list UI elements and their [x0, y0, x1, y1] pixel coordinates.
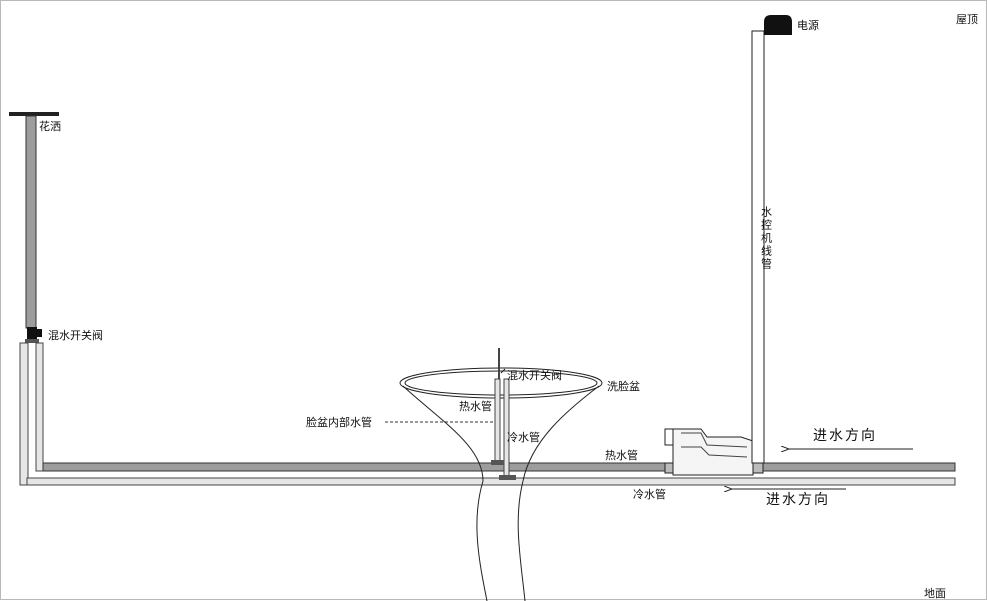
- cold-water-main-pipe: [26, 477, 956, 486]
- basin-body-left: [402, 385, 488, 601]
- power-label: 电源: [797, 18, 819, 32]
- ground-label: 地面: [924, 587, 946, 600]
- basin-cold-connector: [499, 475, 516, 480]
- shower-label: 花洒: [39, 120, 61, 133]
- hot-pipe-main-label: 热水管: [605, 448, 638, 462]
- hot-water-main-pipe: [42, 462, 672, 472]
- cold-riser-left: [19, 342, 29, 486]
- basin-label: 洗脸盆: [607, 379, 640, 393]
- roof-label: 屋顶: [956, 13, 978, 26]
- inflow-direction-top-label: 进水方向: [813, 428, 877, 444]
- basin-hot-inner-pipe: [494, 378, 501, 464]
- hot-riser-left: [35, 342, 44, 472]
- shower-riser-pipe: [25, 115, 37, 329]
- wire-conduit: [751, 30, 765, 464]
- cold-pipe-main-label: 冷水管: [633, 487, 666, 501]
- basin-rim-outer: [399, 367, 603, 399]
- mix-valve-joint: [25, 339, 39, 343]
- basin-cold-inner-pipe: [503, 378, 510, 479]
- water-control-machine: [672, 428, 754, 476]
- power-box: [764, 15, 792, 35]
- machine-panel: [681, 432, 748, 458]
- mix-valve-left: [27, 327, 37, 339]
- basin-rim-inner: [404, 370, 598, 396]
- hot-pipe-basin-label: 热水管: [459, 399, 492, 413]
- wire-pipe-label: 水控机线管: [760, 206, 773, 271]
- basin-body-right: [517, 385, 600, 601]
- basin-valve-leader: [500, 368, 506, 374]
- cold-pipe-basin-label: 冷水管: [507, 430, 540, 444]
- basin-hot-connector: [491, 460, 504, 465]
- machine-inlet: [752, 462, 764, 474]
- mix-valve-handle: [37, 329, 42, 337]
- mix-valve-left-label: 混水开关阀: [48, 328, 103, 342]
- machine-outlet: [664, 462, 674, 474]
- machine-front-connector: [664, 428, 674, 446]
- mix-valve-basin-label: 混水开关阀: [507, 368, 562, 382]
- hot-water-inflow-pipe: [762, 462, 956, 472]
- inflow-direction-bottom-label: 进水方向: [766, 492, 830, 508]
- shower-head: [9, 112, 59, 116]
- basin-inner-pipe-label: 脸盆内部水管: [306, 415, 372, 429]
